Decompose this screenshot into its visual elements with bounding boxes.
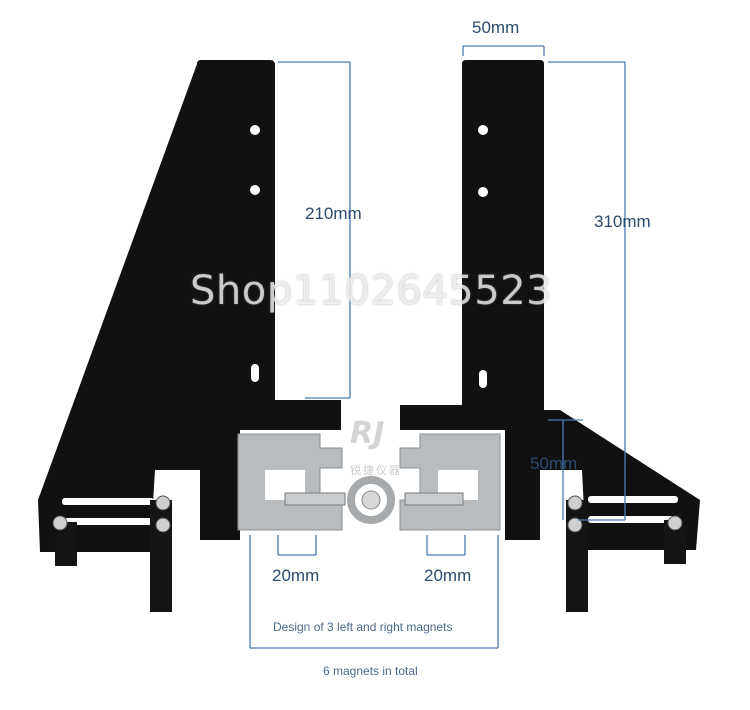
center-connector <box>347 476 395 524</box>
dimension-left-clamp: 20mm <box>272 566 320 585</box>
left-clamp <box>237 433 346 531</box>
dimension-right-clamp: 20mm <box>424 566 472 585</box>
shop-watermark: Shop1102645523 <box>190 268 553 314</box>
magnets-total-note: 6 magnets in total <box>323 664 418 678</box>
dimension-right-offset: 50mm <box>530 454 578 473</box>
right-clamp <box>399 433 501 531</box>
brand-logo-subtitle: 锐捷仪器 <box>350 464 402 477</box>
brand-logo: RJ <box>350 416 385 451</box>
dimension-left-height: 210mm <box>305 204 362 223</box>
dimension-top-width: 50mm <box>472 18 520 37</box>
magnets-design-note: Design of 3 left and right magnets <box>273 620 453 634</box>
dimension-lines <box>249 45 626 649</box>
left-bracket <box>38 60 341 612</box>
dimension-right-height: 310mm <box>594 212 651 231</box>
right-bracket <box>400 60 700 612</box>
